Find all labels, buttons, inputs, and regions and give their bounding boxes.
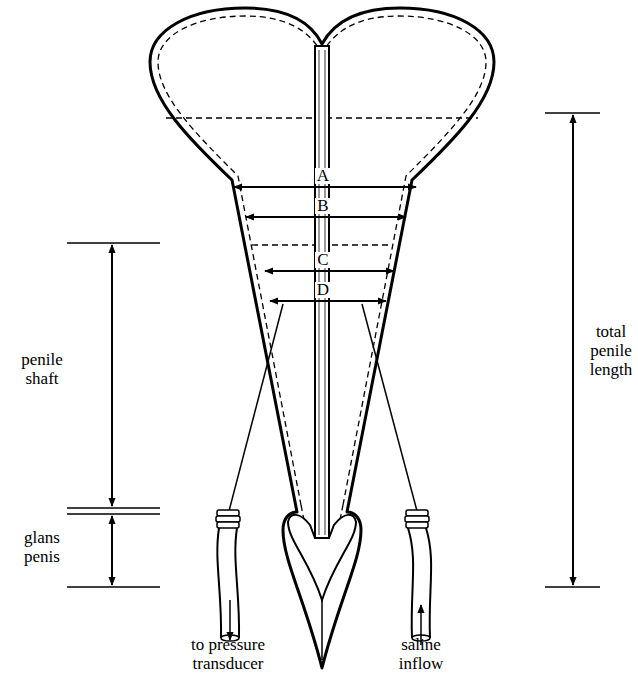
flow-arrow <box>229 600 231 640</box>
inner-dashed-outline <box>158 16 486 590</box>
dimension-letter: A <box>315 168 331 184</box>
urethral-canal <box>321 600 323 660</box>
region-label: total penile length <box>586 322 636 379</box>
region-label: penile shaft <box>6 350 78 388</box>
dimension-brackets <box>67 113 600 587</box>
dimension-letter: B <box>315 198 330 214</box>
measurement-lines <box>234 187 416 301</box>
region-label: glans penis <box>6 528 78 566</box>
outer-outline <box>150 8 494 668</box>
cannula-tubes <box>216 304 431 641</box>
tube-label: saline inflow <box>389 635 453 673</box>
dimension-letter: D <box>315 282 331 298</box>
dimension-letter: C <box>315 252 330 268</box>
tube-label: to pressure transducer <box>176 635 280 673</box>
